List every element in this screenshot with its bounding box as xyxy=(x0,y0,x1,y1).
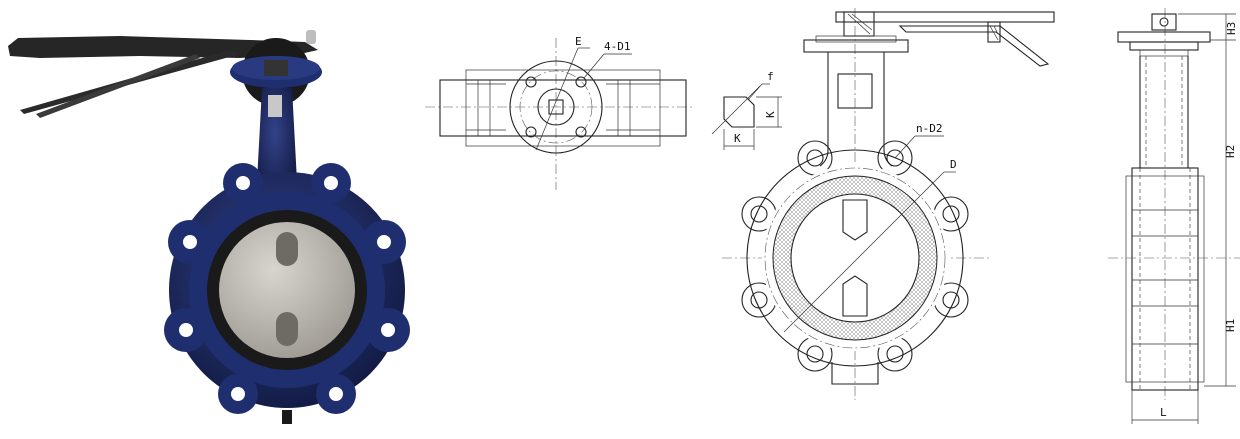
lever-handle xyxy=(8,30,322,118)
name-plate xyxy=(268,95,282,117)
front-view-drawing: D n-D2 xyxy=(722,8,1055,400)
label-K-horizontal: K xyxy=(734,132,741,145)
label-D: D xyxy=(950,158,957,171)
side-view-drawing: H3 H2 H1 L xyxy=(1108,8,1240,424)
label-K-vertical: K xyxy=(764,111,777,118)
top-view-drawing: E 4-D1 xyxy=(425,35,695,190)
label-4-D1: 4-D1 xyxy=(604,40,631,53)
valve-body xyxy=(164,163,410,424)
label-H1: H1 xyxy=(1224,319,1237,332)
valve-photo xyxy=(8,30,410,424)
label-H2: H2 xyxy=(1224,145,1237,158)
label-L: L xyxy=(1160,406,1167,419)
label-E: E xyxy=(575,35,582,48)
valve-neck xyxy=(256,88,298,200)
label-n-D2: n-D2 xyxy=(916,122,943,135)
label-f: f xyxy=(767,70,774,83)
square-shaft-detail: f K K xyxy=(711,70,782,150)
label-H3: H3 xyxy=(1225,22,1238,35)
disc xyxy=(219,222,355,358)
